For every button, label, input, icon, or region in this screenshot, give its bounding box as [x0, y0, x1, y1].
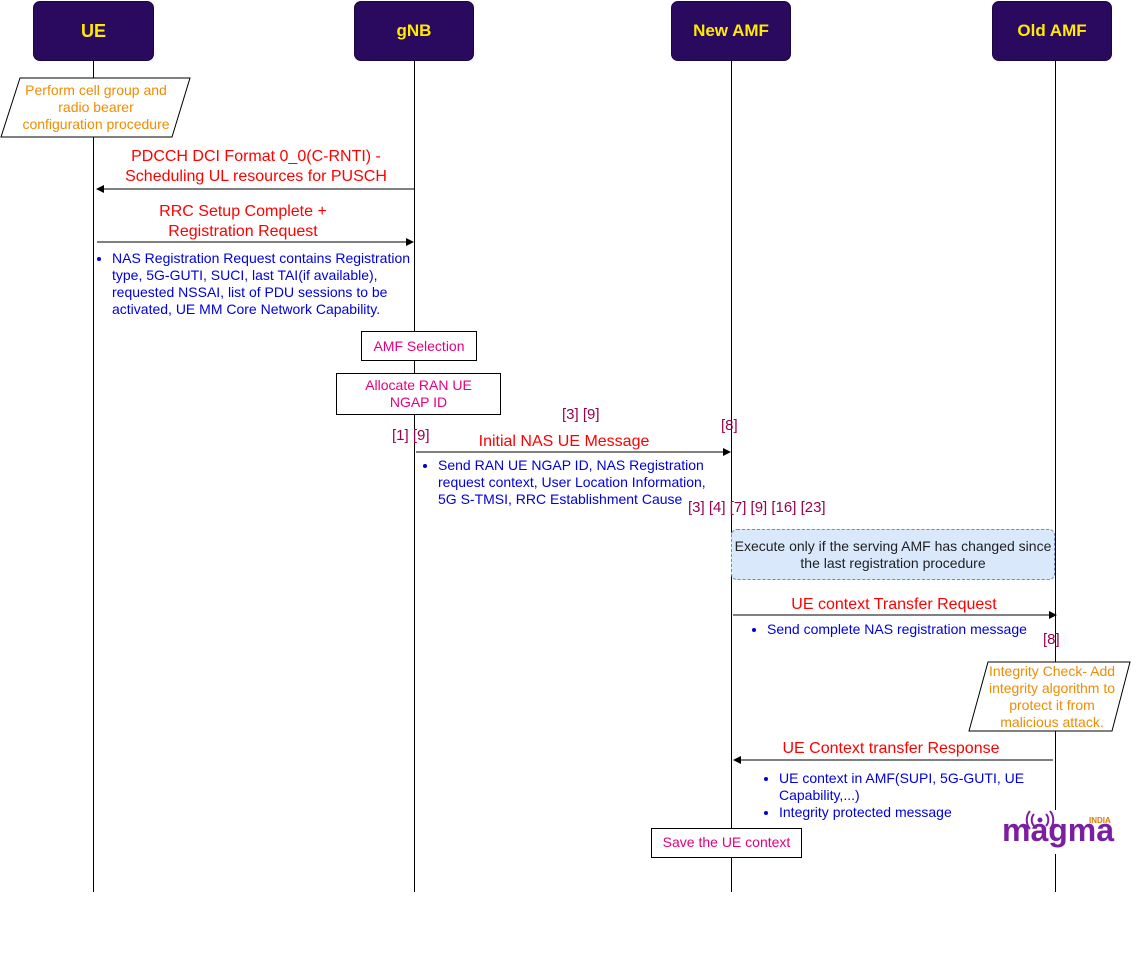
- lifeline-old-amf: [1055, 61, 1056, 892]
- pdcch-label-line2: Scheduling UL resources for PUSCH: [125, 168, 387, 185]
- actor-ue-label: UE: [80, 20, 106, 41]
- allocate-ran-box: Allocate RAN UE NGAP ID: [336, 373, 501, 415]
- actor-gnb-label: gNB: [396, 21, 432, 40]
- actor-ue: UE: [33, 1, 154, 61]
- magma-logo: magma INDIA: [1002, 810, 1118, 854]
- lifeline-ue: [93, 61, 94, 892]
- rrc-label-line1: RRC Setup Complete +: [159, 203, 327, 220]
- ue-ctx-resp-label: UE Context transfer Response: [782, 740, 1000, 757]
- lifeline-new-amf: [731, 61, 732, 892]
- nas-registration-bullet: NAS Registration Request contains Regist…: [112, 250, 414, 318]
- perform-config-note: Perform cell group and radio bearer conf…: [22, 82, 170, 132]
- send-complete-bullet: Send complete NAS registration message: [767, 621, 1051, 638]
- perform-config-shape: [0, 77, 191, 138]
- actor-new-amf: New AMF: [671, 1, 791, 61]
- ue-ctx-req-label: UE context Transfer Request: [791, 596, 997, 613]
- integrity-check-shape: [968, 661, 1131, 732]
- integrity-msg-bullet: Integrity protected message: [779, 804, 1035, 821]
- rrc-label-line2: Registration Request: [168, 223, 318, 240]
- ref-3-4-7-9-16-23: [3] [4] [7] [9] [16] [23]: [688, 499, 826, 516]
- india-tag: INDIA: [1089, 816, 1111, 825]
- actor-old-amf-label: Old AMF: [1017, 21, 1087, 40]
- amf-selection-box: AMF Selection: [361, 331, 477, 361]
- magma-wordmark: magma: [1002, 812, 1115, 848]
- ue-ctx-amf-bullet: UE context in AMF(SUPI, 5G-GUTI, UE Capa…: [779, 770, 1035, 804]
- ref-1-9: [1] [9]: [392, 427, 430, 444]
- ref-8-old-amf: [8]: [1043, 631, 1060, 648]
- ref-3-9: [3] [9]: [562, 406, 600, 423]
- rrc-label: RRC Setup Complete + Registration Reques…: [100, 202, 386, 242]
- execute-only-condition: Execute only if the serving AMF has chan…: [731, 529, 1055, 580]
- pdcch-label-line1: PDCCH DCI Format 0_0(C-RNTI) -: [131, 148, 381, 165]
- lifeline-gnb: [414, 61, 415, 892]
- nas-registration-note: NAS Registration Request contains Regist…: [96, 250, 414, 318]
- ref-8-new-amf: [8]: [721, 417, 738, 434]
- actor-old-amf: Old AMF: [992, 1, 1112, 61]
- ue-ctx-response-note: UE context in AMF(SUPI, 5G-GUTI, UE Capa…: [763, 770, 1035, 821]
- pdcch-label: PDCCH DCI Format 0_0(C-RNTI) - Schedulin…: [100, 147, 412, 187]
- send-ran-bullet: Send RAN UE NGAP ID, NAS Registration re…: [438, 457, 722, 508]
- actor-new-amf-label: New AMF: [693, 21, 769, 40]
- initial-nas-label: Initial NAS UE Message: [478, 433, 650, 450]
- antenna-icon: [1025, 810, 1055, 830]
- send-ran-note: Send RAN UE NGAP ID, NAS Registration re…: [422, 457, 722, 508]
- integrity-check-note: Integrity Check- Add integrity algorithm…: [988, 663, 1116, 730]
- actor-gnb: gNB: [354, 1, 474, 61]
- send-complete-note: Send complete NAS registration message: [751, 621, 1051, 638]
- save-context-box: Save the UE context: [651, 828, 802, 858]
